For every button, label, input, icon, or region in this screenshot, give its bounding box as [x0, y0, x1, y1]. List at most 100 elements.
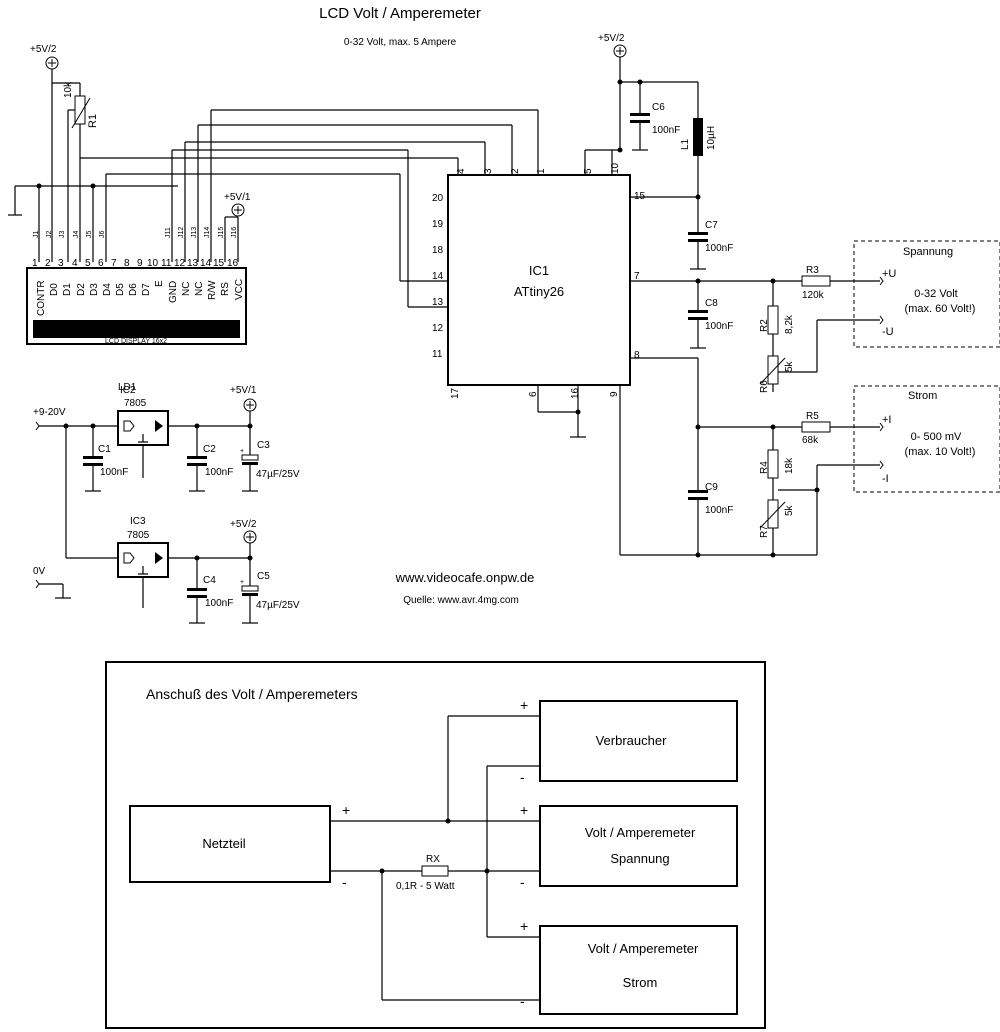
supply-vcc2-symbol-left: +5V/2 — [30, 44, 80, 262]
svg-text:C2: C2 — [203, 444, 216, 455]
svg-text:20: 20 — [432, 193, 444, 204]
svg-text:LD1: LD1 — [118, 382, 137, 393]
svg-text:C7: C7 — [705, 220, 718, 231]
power-input: +9-20V 0V — [33, 407, 118, 599]
svg-text:C6: C6 — [652, 102, 665, 113]
svg-text:R/W: R/W — [207, 280, 218, 300]
capacitor-c5: +5V/2 + C5 47µF/25V — [230, 519, 300, 624]
svg-text:2: 2 — [45, 258, 51, 269]
supply-vcc2-symbol-right: +5V/2 — [598, 33, 698, 150]
svg-text:+: + — [240, 579, 244, 586]
svg-text:8: 8 — [634, 350, 640, 361]
svg-text:16: 16 — [227, 258, 239, 269]
svg-text:VCC: VCC — [234, 279, 245, 300]
svg-text:5: 5 — [85, 258, 91, 269]
svg-text:J15: J15 — [218, 227, 225, 238]
svg-text:-: - — [520, 769, 525, 785]
svg-text:R5: R5 — [806, 411, 819, 422]
svg-text:IC2: IC2 — [120, 385, 136, 396]
svg-text:13: 13 — [432, 297, 444, 308]
voltage-divider: R3 120k C8 100nF R2 8,2k R6 5k — [630, 265, 880, 393]
svg-text:-: - — [520, 993, 525, 1009]
svg-text:+9-20V: +9-20V — [33, 407, 66, 418]
lcd-pin-names: CONTR D0 D1 D2 D3 D4 D5 D6 D7 E GND NC N… — [36, 279, 245, 316]
svg-text:D4: D4 — [102, 283, 113, 296]
svg-text:-: - — [342, 874, 347, 890]
svg-text:J14: J14 — [204, 227, 211, 238]
svg-text:5k: 5k — [784, 504, 795, 516]
source-label: Quelle: www.avr.4mg.com — [403, 595, 519, 606]
svg-text:+: + — [520, 697, 528, 713]
svg-text:100nF: 100nF — [205, 598, 233, 609]
svg-text:Spannung: Spannung — [610, 851, 669, 866]
svg-text:D0: D0 — [49, 283, 60, 296]
svg-text:+U: +U — [882, 268, 896, 280]
svg-text:47µF/25V: 47µF/25V — [256, 469, 300, 480]
svg-text:D6: D6 — [128, 283, 139, 296]
svg-text:10: 10 — [147, 258, 159, 269]
svg-text:L1: L1 — [680, 138, 691, 150]
svg-text:Volt / Amperemeter: Volt / Amperemeter — [585, 825, 696, 840]
svg-text:0-32 Volt: 0-32 Volt — [914, 288, 957, 300]
svg-text:17: 17 — [450, 387, 461, 399]
svg-text:10µH: 10µH — [706, 126, 717, 150]
svg-text:7805: 7805 — [124, 398, 147, 409]
svg-text:J1: J1 — [33, 231, 40, 239]
svg-text:7: 7 — [634, 271, 640, 282]
svg-text:100nF: 100nF — [705, 505, 733, 516]
svg-text:C5: C5 — [257, 571, 270, 582]
capacitor-c3: +5V/1 + C3 47µF/25V — [230, 385, 300, 492]
svg-text:RS: RS — [220, 282, 231, 296]
svg-text:100nF: 100nF — [705, 243, 733, 254]
svg-text:R2: R2 — [759, 319, 770, 332]
connection-diagram: Anschuß des Volt / Amperemeters Netzteil… — [105, 661, 766, 1029]
website-label: www.videocafe.onpw.de — [395, 570, 535, 585]
svg-text:Strom: Strom — [908, 390, 937, 402]
capacitor-c7: C7 100nF — [688, 220, 733, 270]
svg-text:6: 6 — [98, 258, 104, 269]
svg-text:D7: D7 — [141, 283, 152, 296]
svg-text:16: 16 — [570, 387, 581, 399]
svg-text:Volt / Amperemeter: Volt / Amperemeter — [588, 941, 699, 956]
svg-text:D3: D3 — [89, 283, 100, 296]
svg-text:12: 12 — [432, 323, 444, 334]
svg-text:6: 6 — [528, 391, 539, 397]
capacitor-c6: C6 100nF — [630, 82, 680, 151]
svg-text:68k: 68k — [802, 435, 819, 446]
svg-text:18: 18 — [432, 245, 444, 256]
svg-text:(max. 10 Volt!): (max. 10 Volt!) — [905, 446, 976, 458]
svg-text:14: 14 — [432, 271, 444, 282]
svg-text:J6: J6 — [99, 231, 106, 239]
svg-text:100nF: 100nF — [652, 125, 680, 136]
lcd-pin-numbers: 1 2 3 4 5 6 7 8 9 10 11 12 13 14 15 16 — [32, 258, 239, 269]
svg-text:1: 1 — [536, 168, 547, 174]
svg-text:+I: +I — [882, 414, 891, 426]
svg-text:100nF: 100nF — [205, 467, 233, 478]
svg-text:C1: C1 — [98, 444, 111, 455]
strom-input-box: Strom +I -I 0- 500 mV (max. 10 Volt!) — [853, 385, 1000, 493]
svg-text:CONTR: CONTR — [36, 280, 47, 316]
svg-text:15: 15 — [213, 258, 225, 269]
svg-text:0- 500 mV: 0- 500 mV — [911, 431, 962, 443]
svg-text:0,1R - 5 Watt: 0,1R - 5 Watt — [396, 881, 455, 892]
svg-text:J12: J12 — [178, 227, 185, 238]
svg-text:J5: J5 — [86, 231, 93, 239]
svg-text:100nF: 100nF — [100, 467, 128, 478]
svg-text:5: 5 — [583, 168, 594, 174]
svg-text:C9: C9 — [705, 482, 718, 493]
svg-text:0V: 0V — [33, 566, 46, 577]
svg-text:(max. 60 Volt!): (max. 60 Volt!) — [905, 303, 976, 315]
spannung-input-box: Spannung +U -U 0-32 Volt (max. 60 Volt!) — [853, 240, 1000, 348]
svg-text:E: E — [154, 280, 165, 287]
svg-text:Netzteil: Netzteil — [202, 836, 245, 851]
svg-text:11: 11 — [432, 349, 443, 360]
svg-text:+5V/1: +5V/1 — [230, 385, 257, 396]
svg-text:R4: R4 — [759, 461, 770, 474]
svg-text:-: - — [520, 874, 525, 890]
svg-text:+5V/2: +5V/2 — [30, 44, 57, 55]
svg-text:Verbraucher: Verbraucher — [596, 733, 667, 748]
svg-text:ATtiny26: ATtiny26 — [514, 284, 564, 299]
svg-text:+: + — [240, 448, 244, 455]
svg-text:10: 10 — [610, 162, 621, 174]
verbraucher-box — [539, 700, 738, 782]
